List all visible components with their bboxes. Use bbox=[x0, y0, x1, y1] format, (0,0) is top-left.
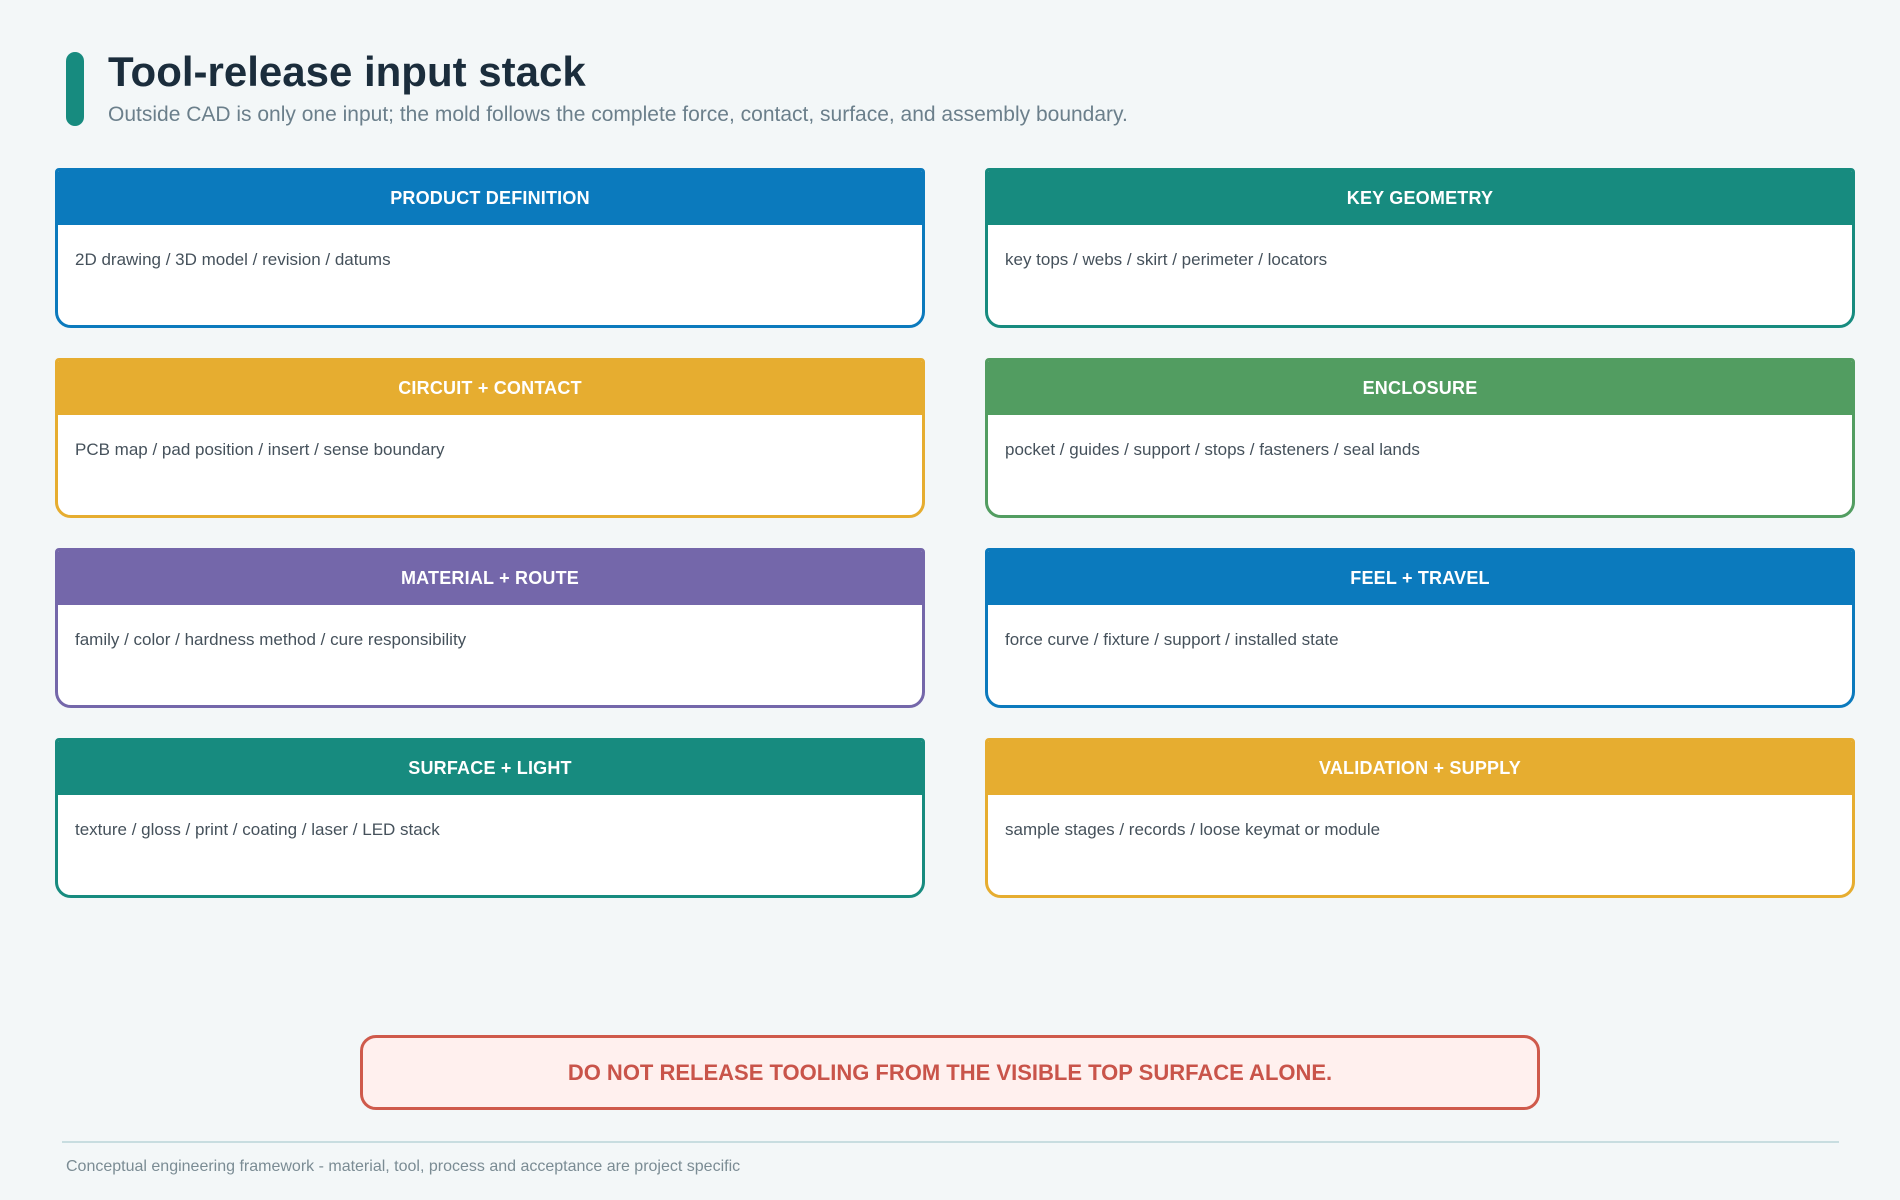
card-header: VALIDATION + SUPPLY bbox=[988, 741, 1852, 795]
card-key-geometry: KEY GEOMETRY key tops / webs / skirt / p… bbox=[985, 168, 1855, 328]
card-header: CIRCUIT + CONTACT bbox=[58, 361, 922, 415]
card-body: family / color / hardness method / cure … bbox=[75, 630, 467, 649]
card-header: SURFACE + LIGHT bbox=[58, 741, 922, 795]
card-feel-travel: FEEL + TRAVEL force curve / fixture / su… bbox=[985, 548, 1855, 708]
warning-text: DO NOT RELEASE TOOLING FROM THE VISIBLE … bbox=[567, 1059, 1333, 1085]
footer-note: Conceptual engineering framework - mater… bbox=[66, 1158, 741, 1175]
card-header: PRODUCT DEFINITION bbox=[58, 171, 922, 225]
warning-banner: DO NOT RELEASE TOOLING FROM THE VISIBLE … bbox=[360, 1035, 1540, 1110]
card-enclosure: ENCLOSURE pocket / guides / support / st… bbox=[985, 358, 1855, 518]
page-subtitle: Outside CAD is only one input; the mold … bbox=[108, 103, 1128, 126]
title-accent-bar bbox=[66, 52, 84, 126]
card-header: MATERIAL + ROUTE bbox=[58, 551, 922, 605]
card-body: sample stages / records / loose keymat o… bbox=[1005, 820, 1381, 839]
card-circuit-contact: CIRCUIT + CONTACT PCB map / pad position… bbox=[55, 358, 925, 518]
card-body: key tops / webs / skirt / perimeter / lo… bbox=[1005, 250, 1328, 269]
card-body: pocket / guides / support / stops / fast… bbox=[1005, 440, 1420, 459]
card-header: FEEL + TRAVEL bbox=[988, 551, 1852, 605]
page-title: Tool-release input stack bbox=[108, 48, 586, 95]
card-validation-supply: VALIDATION + SUPPLY sample stages / reco… bbox=[985, 738, 1855, 898]
footer-divider bbox=[62, 1141, 1839, 1143]
card-header: KEY GEOMETRY bbox=[988, 171, 1852, 225]
card-header: ENCLOSURE bbox=[988, 361, 1852, 415]
card-body: PCB map / pad position / insert / sense … bbox=[75, 440, 445, 459]
card-body: force curve / fixture / support / instal… bbox=[1005, 630, 1339, 649]
card-body: texture / gloss / print / coating / lase… bbox=[75, 820, 440, 839]
card-surface-light: SURFACE + LIGHT texture / gloss / print … bbox=[55, 738, 925, 898]
card-product-definition: PRODUCT DEFINITION 2D drawing / 3D model… bbox=[55, 168, 925, 328]
card-material-route: MATERIAL + ROUTE family / color / hardne… bbox=[55, 548, 925, 708]
card-body: 2D drawing / 3D model / revision / datum… bbox=[75, 250, 391, 269]
